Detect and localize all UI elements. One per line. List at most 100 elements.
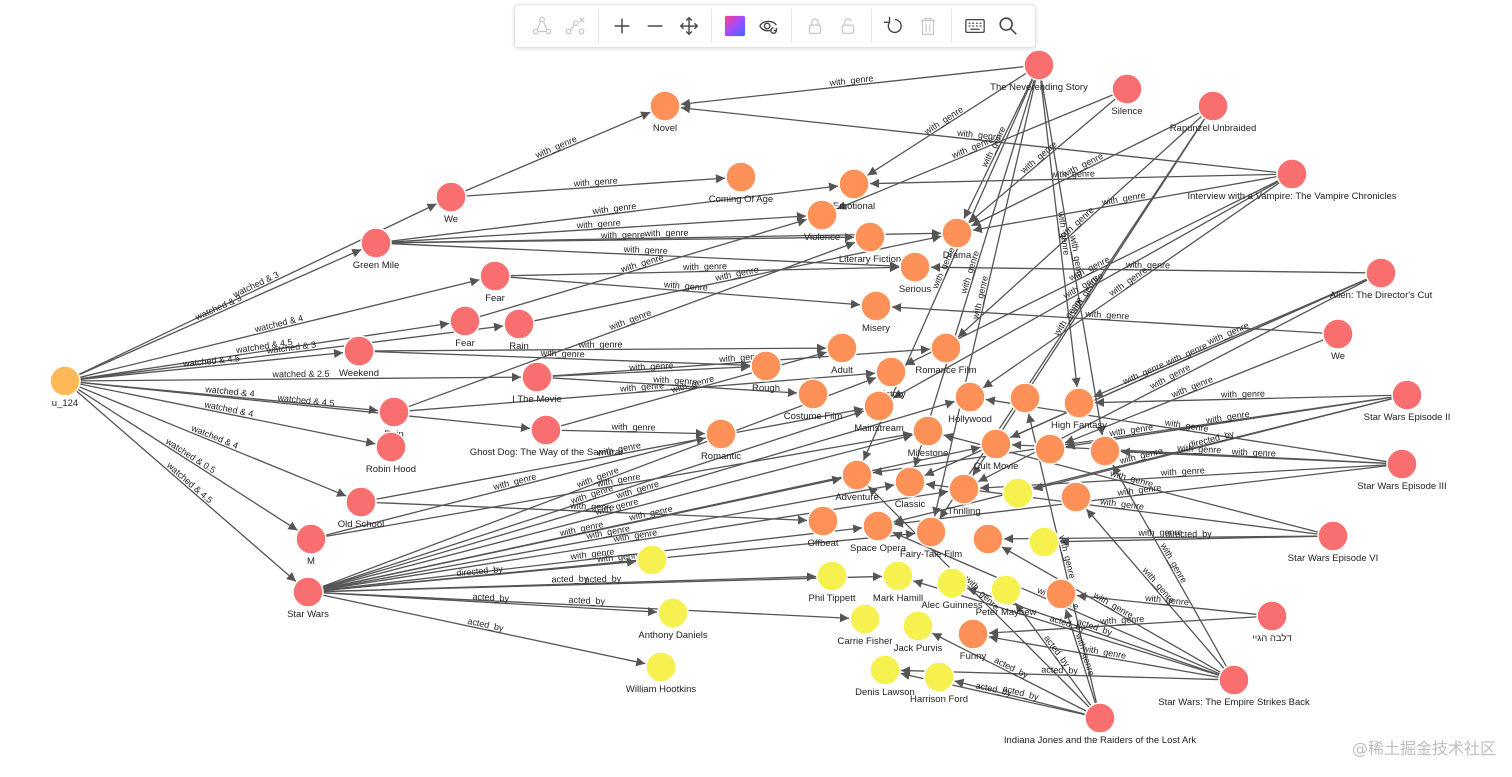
node-circle[interactable]: [875, 356, 907, 388]
node-circle[interactable]: [826, 332, 858, 364]
graph-node[interactable]: Star Wars Episode II: [1364, 379, 1451, 423]
graph-edge[interactable]: [867, 485, 1090, 708]
node-circle[interactable]: [1045, 578, 1077, 610]
graph-edge[interactable]: [375, 406, 864, 500]
graph-node[interactable]: We: [1322, 318, 1354, 362]
graph-node[interactable]: Serious: [899, 251, 931, 295]
graph-edge[interactable]: [900, 666, 1220, 681]
graph-edge[interactable]: [551, 362, 751, 377]
graph-edge[interactable]: [78, 386, 347, 497]
graph-edge[interactable]: [322, 594, 646, 667]
graph-node[interactable]: Robin Hood: [366, 431, 416, 475]
graph-node[interactable]: [972, 523, 1004, 555]
graph-edge[interactable]: [1014, 602, 1092, 707]
graph-edge[interactable]: [985, 396, 1388, 463]
node-circle[interactable]: [705, 418, 737, 450]
graph-node[interactable]: [1060, 481, 1092, 513]
graph-edge[interactable]: [891, 302, 1324, 334]
node-circle[interactable]: [854, 221, 886, 253]
undo-button[interactable]: [878, 9, 911, 43]
graph-edge[interactable]: [375, 501, 808, 525]
graph-node[interactable]: Mainstream: [854, 390, 904, 434]
node-circle[interactable]: [1391, 379, 1423, 411]
graph-edge[interactable]: [1011, 440, 1388, 464]
keyboard-button[interactable]: [958, 9, 991, 43]
graph-node[interactable]: Star Wars Episode III: [1357, 448, 1447, 492]
node-circle[interactable]: [360, 227, 392, 259]
graph-node[interactable]: Interview with a Vampire: The Vampire Ch…: [1187, 158, 1397, 202]
graph-edge[interactable]: [1040, 79, 1106, 436]
node-circle[interactable]: [1023, 49, 1055, 81]
graph-node[interactable]: [1002, 477, 1034, 509]
graph-edge[interactable]: [1059, 535, 1319, 547]
graph-edge[interactable]: [408, 369, 876, 412]
graph-edge[interactable]: [963, 78, 1034, 219]
node-circle[interactable]: [503, 308, 535, 340]
node-circle[interactable]: [841, 459, 873, 491]
node-circle[interactable]: [292, 576, 324, 608]
graph-node[interactable]: Mark Hamill: [873, 560, 923, 604]
node-circle[interactable]: [915, 516, 947, 548]
node-circle[interactable]: [1034, 433, 1066, 465]
node-circle[interactable]: [1028, 526, 1060, 558]
graph-node[interactable]: Cult Movie: [974, 428, 1019, 472]
graph-edge[interactable]: [972, 118, 1206, 476]
graph-edge[interactable]: [373, 350, 751, 370]
graph-node[interactable]: Milestone: [908, 415, 949, 459]
node-circle[interactable]: [902, 610, 934, 642]
graph-node[interactable]: Rough: [750, 350, 782, 394]
graph-node[interactable]: High Fantasy: [1051, 387, 1107, 431]
graph-edge[interactable]: [322, 592, 850, 623]
graph-edge[interactable]: [322, 557, 637, 592]
graph-node[interactable]: Jack Purvis: [894, 610, 943, 654]
node-circle[interactable]: [521, 361, 553, 393]
node-circle[interactable]: [479, 260, 511, 292]
graph-edge[interactable]: [78, 248, 362, 376]
graph-node[interactable]: Silence: [1111, 73, 1143, 117]
graph-node[interactable]: Romantic: [701, 418, 741, 462]
graph-node[interactable]: Peter Mayhew: [976, 574, 1037, 618]
graph-edge[interactable]: [680, 65, 1025, 108]
graph-node[interactable]: [1045, 578, 1077, 610]
node-circle[interactable]: [725, 161, 757, 193]
node-circle[interactable]: [849, 603, 881, 635]
graph-node[interactable]: Hollywood: [948, 381, 992, 425]
graph-edge[interactable]: [322, 432, 913, 589]
graph-edge[interactable]: [957, 115, 1203, 338]
graph-edge[interactable]: [905, 180, 1279, 366]
graph-edge[interactable]: [979, 464, 1388, 493]
graph-node[interactable]: Phil Tippett: [809, 560, 856, 604]
graph-edge[interactable]: [930, 262, 1367, 274]
graph-edge[interactable]: [322, 399, 955, 589]
node-circle[interactable]: [838, 168, 870, 200]
node-circle[interactable]: [1002, 477, 1034, 509]
node-circle[interactable]: [862, 510, 894, 542]
node-circle[interactable]: [899, 251, 931, 283]
graph-edge[interactable]: [77, 388, 298, 531]
graph-node[interactable]: Carrie Fisher: [838, 603, 893, 647]
graph-node[interactable]: Alec Guinness: [921, 567, 983, 611]
graph-edge[interactable]: [79, 381, 531, 432]
graph-edge[interactable]: [982, 182, 1281, 389]
graph-edge[interactable]: [79, 349, 344, 381]
search-button[interactable]: [992, 9, 1025, 43]
graph-edge[interactable]: [680, 104, 1278, 174]
graph-edge[interactable]: [322, 524, 863, 591]
graph-node[interactable]: Funny: [957, 618, 989, 662]
graph-edge[interactable]: [1112, 464, 1228, 668]
graph-edge[interactable]: [1085, 508, 1225, 670]
graph-edge[interactable]: [1040, 79, 1081, 388]
graph-edge[interactable]: [893, 465, 1388, 528]
node-circle[interactable]: [375, 431, 407, 463]
graph-edge[interactable]: [1064, 338, 1325, 444]
graph-edge[interactable]: [79, 372, 522, 382]
graph-edge[interactable]: [322, 572, 883, 593]
graph-node[interactable]: דלבה הגיי: [1252, 600, 1292, 644]
graph-edge[interactable]: [988, 633, 1220, 679]
zoom-out-button[interactable]: [638, 9, 671, 43]
graph-node[interactable]: History: [875, 356, 907, 400]
visibility-button[interactable]: [752, 9, 785, 43]
node-circle[interactable]: [1089, 435, 1121, 467]
graph-node[interactable]: Space Opera: [850, 510, 907, 554]
graph-edge[interactable]: [836, 94, 1114, 210]
